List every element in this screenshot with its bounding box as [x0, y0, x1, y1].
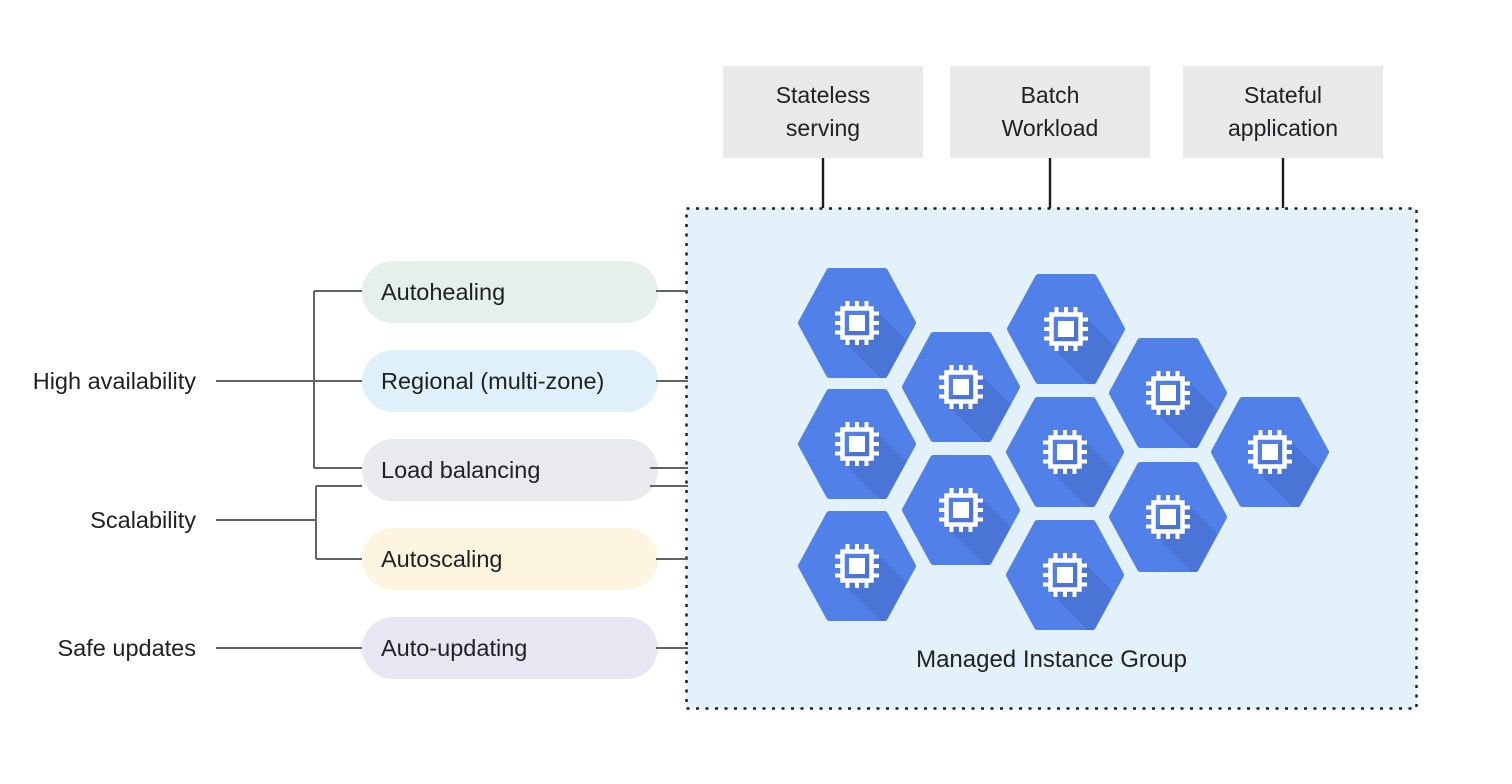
instance-hexagon [1211, 397, 1329, 507]
compute-engine-chip-icon [1043, 553, 1087, 597]
feature-pill-auto-updating: Auto-updating [362, 617, 658, 679]
compute-engine-chip-icon [1146, 495, 1190, 539]
category-label-safe-updates: Safe updates [57, 635, 197, 661]
compute-engine-chip-icon [1043, 430, 1087, 474]
compute-engine-chip-icon [835, 544, 879, 588]
compute-engine-chip-icon [939, 488, 983, 532]
instance-hexagon [1006, 397, 1124, 507]
compute-engine-chip-icon [835, 301, 879, 345]
instance-hexagon [798, 389, 916, 499]
compute-engine-chip-icon [1248, 430, 1292, 474]
feature-pill-regional: Regional (multi-zone) [362, 350, 658, 412]
instance-hexagon [1109, 462, 1227, 572]
instance-hexagon [798, 511, 916, 621]
compute-engine-chip-icon [939, 365, 983, 409]
instance-hexagon [798, 268, 916, 378]
compute-engine-chip-icon [1146, 371, 1190, 415]
category-label-high-availability: High availability [32, 368, 196, 394]
managed-instance-group-label: Managed Instance Group [916, 646, 1187, 673]
category-label-scalability: Scalability [90, 507, 196, 533]
compute-engine-chip-icon [1044, 307, 1088, 351]
instance-hexagon [902, 332, 1020, 442]
instance-hexagon [902, 455, 1020, 565]
feature-pill-autoscaling: Autoscaling [362, 528, 658, 590]
compute-engine-chip-icon [835, 422, 879, 466]
feature-pill-autohealing: Autohealing [362, 261, 658, 323]
instance-hexagon [1006, 520, 1124, 630]
feature-pill-load-balancing: Load balancing [362, 439, 658, 501]
